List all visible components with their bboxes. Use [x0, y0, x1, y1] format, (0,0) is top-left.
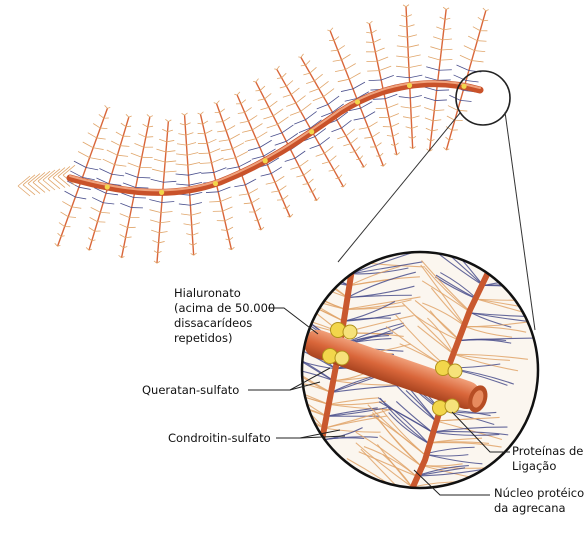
keratan-sulfate-label: Queratan-sulfato [142, 383, 239, 398]
link-protein-dot [159, 190, 164, 195]
link-proteins-label-line-2: Ligação [512, 459, 583, 474]
link-protein-dot [461, 84, 466, 89]
link-protein-dot [309, 129, 314, 134]
link-protein-dot [105, 184, 110, 189]
core-protein-label-line-1: Núcleo protéico [494, 486, 584, 501]
zoom-line-left [338, 113, 460, 262]
link-protein-dot [263, 158, 268, 163]
hyaluronate-label-line-2: (acima de 50.000 [174, 301, 275, 316]
aggrecan-monomer [55, 105, 111, 246]
focus-circle [456, 71, 510, 125]
aggrecan-monomers [18, 5, 489, 264]
link-proteins-label: Proteínas de Ligação [512, 444, 583, 474]
hyaluronate-label-line-3: dissacarídeos [174, 316, 275, 331]
aggrecan-monomer [253, 79, 319, 201]
proteoglycan-aggregate-overview [18, 5, 489, 264]
hyaluronate-label-line-1: Hialuronato [174, 286, 275, 301]
aggrecan-monomer [396, 5, 422, 149]
aggregate-tail [18, 165, 75, 196]
link-protein-dot [213, 181, 218, 186]
link-proteins-label-line-1: Proteínas de [512, 444, 583, 459]
aggrecan-monomer [298, 54, 366, 167]
aggrecan-monomer [176, 113, 203, 255]
aggrecan-monomer [443, 8, 488, 150]
link-protein-dot [407, 83, 412, 88]
aggrecan-monomer [424, 7, 452, 151]
aggrecan-monomer [234, 92, 293, 217]
core-protein-label-line-2: da agrecana [494, 501, 584, 516]
hyaluronate-label: Hialuronato (acima de 50.000 dissacaríde… [174, 286, 275, 346]
link-protein-dot [355, 99, 360, 104]
hyaluronate-backbone [70, 84, 480, 193]
aggrecan-monomer [274, 66, 346, 187]
core-protein-label: Núcleo protéico da agrecana [494, 486, 584, 516]
hyaluronate-label-line-4: repetidos) [174, 331, 275, 346]
chondroitin-sulfate-label: Condroitin-sulfato [168, 431, 271, 446]
